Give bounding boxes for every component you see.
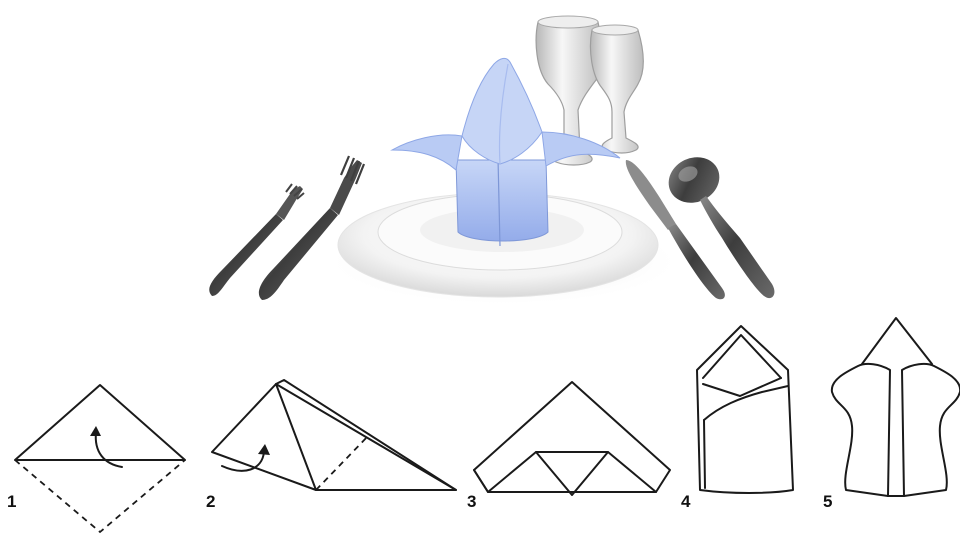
spoon-icon [668, 157, 775, 299]
table-setting-illustration [209, 15, 775, 306]
small-fork-icon [209, 183, 305, 296]
large-fork-icon [258, 155, 366, 300]
fold-step-2: 2 [206, 379, 457, 511]
fold-step-4: 4 [681, 325, 794, 511]
step-number: 5 [823, 492, 832, 511]
knife-icon [625, 160, 725, 300]
fold-step-5: 5 [823, 317, 960, 511]
wine-glass-icon [535, 15, 603, 166]
step-number: 4 [681, 492, 691, 511]
step-number: 2 [206, 492, 215, 511]
wine-glass-icon [589, 24, 644, 154]
fold-step-3: 3 [467, 381, 671, 511]
fold-step-1: 1 [7, 384, 186, 534]
step-number: 3 [467, 492, 476, 511]
folded-napkin-icon [390, 57, 621, 247]
step-number: 1 [7, 492, 16, 511]
